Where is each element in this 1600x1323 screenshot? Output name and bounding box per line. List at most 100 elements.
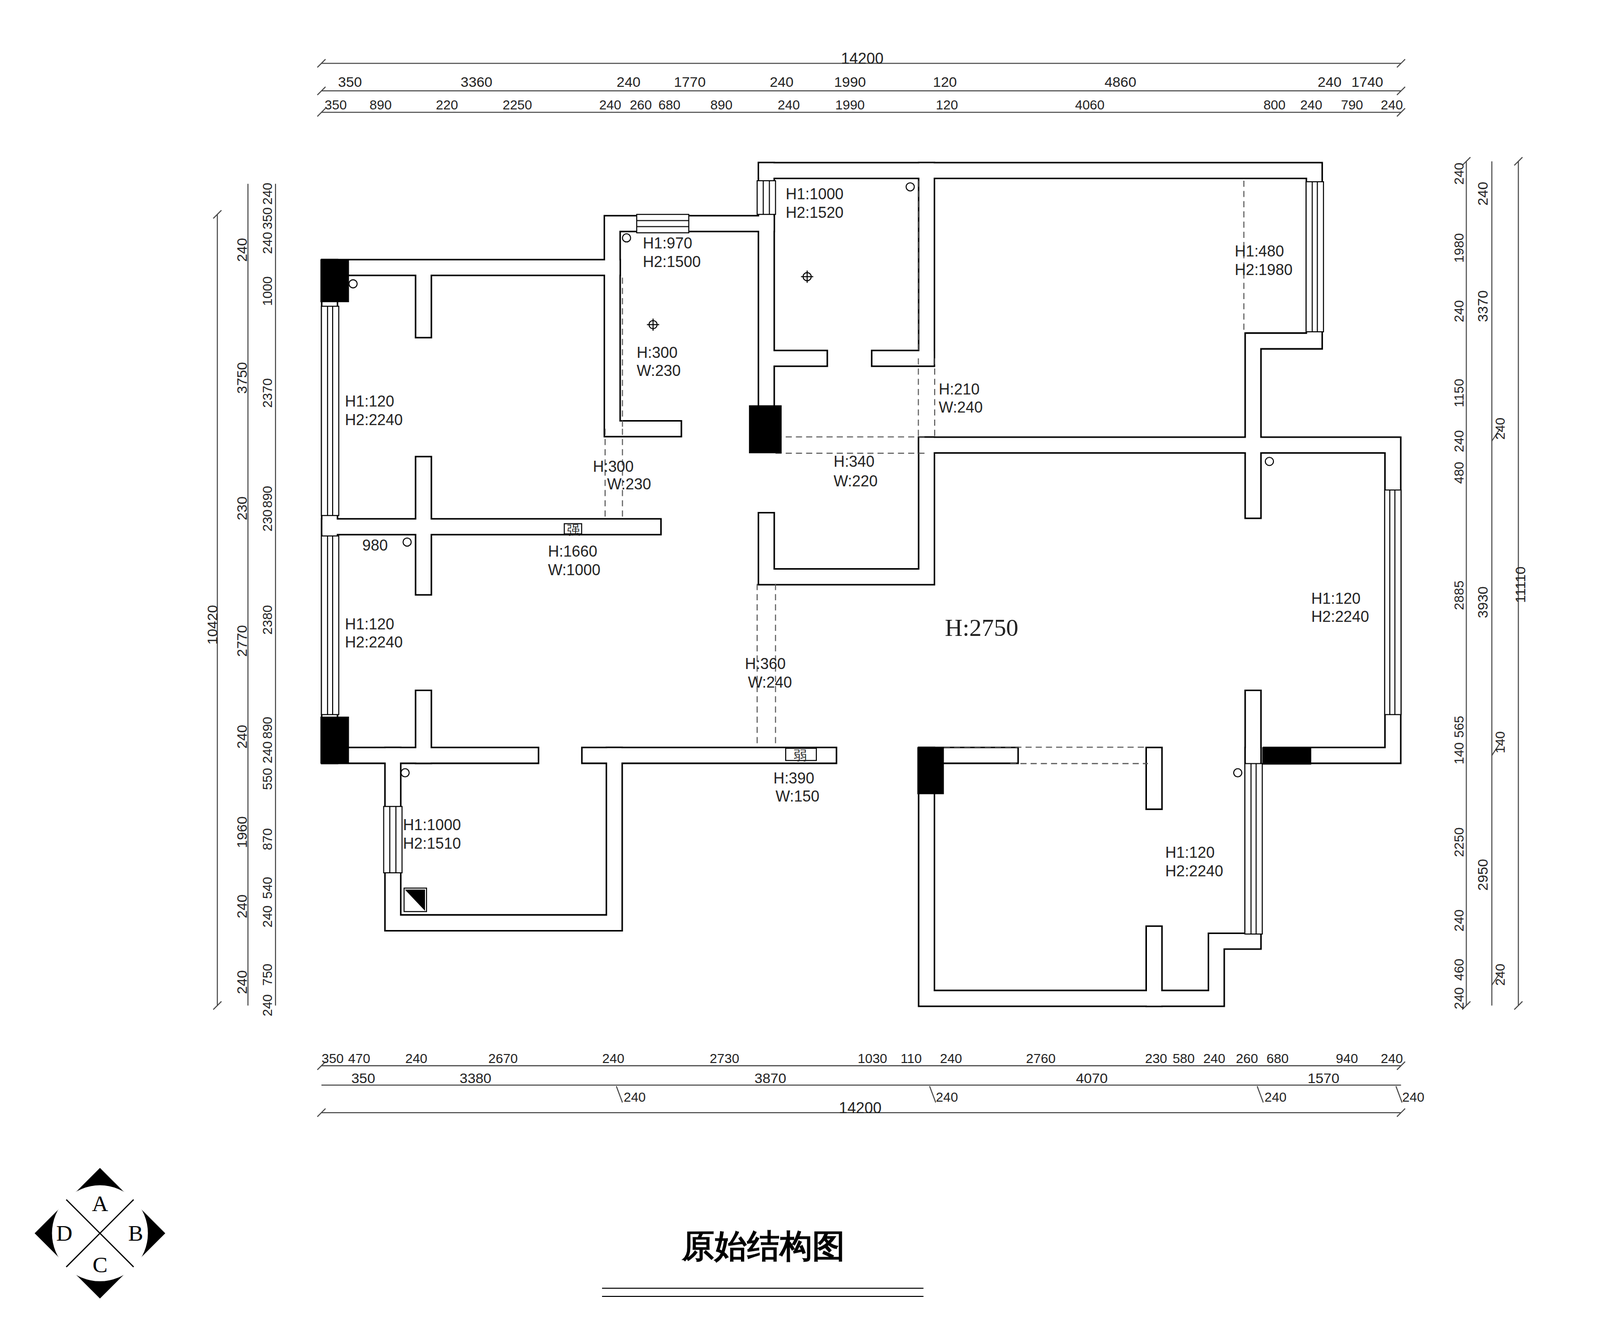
dimension-text: 580 bbox=[1172, 1051, 1195, 1065]
compass-letter: D bbox=[56, 1221, 73, 1244]
dimension-text: 1150 bbox=[1452, 378, 1466, 408]
dimension-text: 540 bbox=[260, 876, 274, 899]
beam-lines bbox=[605, 180, 1244, 764]
room-label: H1:120 bbox=[344, 615, 394, 632]
dimension-text: 890 bbox=[710, 98, 733, 112]
dimension-text: 240 bbox=[1452, 162, 1466, 185]
diamond-outline bbox=[33, 1166, 167, 1299]
room-label: H2:2240 bbox=[1165, 862, 1224, 879]
dimension-text: 3930 bbox=[1475, 586, 1490, 618]
dimension-text: 240 bbox=[1452, 986, 1466, 1009]
dimension-text: 240 bbox=[260, 905, 274, 928]
dimension-text: 260 bbox=[1235, 1051, 1258, 1065]
dimension-text: 240 bbox=[1452, 300, 1466, 323]
room-label: H1:120 bbox=[344, 393, 394, 409]
room-label: W:220 bbox=[833, 473, 879, 489]
windows bbox=[321, 180, 1402, 934]
dimension-text: 240 bbox=[260, 993, 274, 1016]
room-label: H2:1980 bbox=[1234, 261, 1293, 278]
dimension-text: 240 bbox=[1264, 1090, 1287, 1104]
compass-diamond: ADBC bbox=[33, 1166, 167, 1299]
room-label: H:300 bbox=[593, 458, 634, 475]
room-label: H1:480 bbox=[1234, 243, 1284, 259]
dimension-text: 550 bbox=[260, 767, 274, 790]
compass-letter: C bbox=[92, 1252, 108, 1276]
dimension-text: 240 bbox=[777, 98, 800, 112]
dimension-text: 14200 bbox=[838, 1099, 882, 1115]
dimension-text: 260 bbox=[629, 98, 652, 112]
dimension-text: 240 bbox=[405, 1051, 428, 1065]
room-label: W:230 bbox=[607, 476, 652, 492]
dimension-text: 240 bbox=[1299, 98, 1323, 112]
room-label: H2:1510 bbox=[402, 835, 461, 851]
dimension-text: 230 bbox=[234, 496, 249, 521]
dimension-text: 940 bbox=[1336, 1051, 1359, 1065]
dimension-text: 240 bbox=[234, 724, 249, 750]
dimension-text: 240 bbox=[602, 1051, 625, 1065]
ceiling-height: H:2750 bbox=[944, 615, 1018, 640]
dimension-text: 11110 bbox=[1513, 566, 1528, 604]
dimension-text: 1000 bbox=[260, 275, 274, 306]
dimension-text: 1960 bbox=[234, 815, 249, 848]
dimension-text: 240 bbox=[1452, 429, 1466, 453]
dimension-text: 1740 bbox=[1351, 74, 1384, 89]
dimension-text: 4060 bbox=[1075, 98, 1105, 112]
dimension-text: 120 bbox=[933, 74, 958, 89]
room-label: H1:120 bbox=[1165, 844, 1215, 860]
dimension-text: 890 bbox=[260, 485, 274, 508]
dimension-text: 240 bbox=[260, 231, 274, 254]
dimension-text: 240 bbox=[623, 1090, 646, 1104]
room-label: W:240 bbox=[748, 673, 793, 690]
dimension-text: 240 bbox=[599, 98, 622, 112]
dimension-text: 1990 bbox=[835, 98, 865, 112]
dimension-text: 1030 bbox=[857, 1051, 888, 1065]
dimension-text: 350 bbox=[324, 98, 347, 112]
dimension-text: 1980 bbox=[1452, 233, 1466, 263]
room-label: H2:1520 bbox=[785, 204, 844, 221]
dimension-text: 10420 bbox=[205, 604, 220, 645]
dimension-text: 3360 bbox=[460, 74, 493, 89]
dimension-text: 1990 bbox=[833, 74, 866, 89]
dimension-text: 240 bbox=[1380, 98, 1403, 112]
room-label: H1:120 bbox=[1311, 590, 1361, 607]
room-label: H1:1000 bbox=[785, 186, 844, 202]
dimension-text: 240 bbox=[1203, 1051, 1226, 1065]
dimension-text: 890 bbox=[369, 98, 392, 112]
dimension-text: 120 bbox=[935, 98, 958, 112]
room-label: H1:970 bbox=[642, 235, 692, 251]
dimension-text: 240 bbox=[234, 894, 249, 919]
dimension-text: 240 bbox=[935, 1090, 958, 1104]
dimension-text: 350 bbox=[321, 1051, 344, 1065]
dimension-text: 220 bbox=[435, 98, 459, 112]
dimension-text: 1770 bbox=[673, 74, 706, 89]
dimension-text: 2670 bbox=[488, 1051, 518, 1065]
dimension-text: 480 bbox=[1452, 461, 1466, 484]
dimension-text: 240 bbox=[234, 969, 249, 994]
room-label: W:230 bbox=[636, 362, 681, 379]
dimension-text: 3380 bbox=[459, 1070, 492, 1085]
dimension-text: 890 bbox=[260, 716, 274, 739]
plan-title: 原始结构图 bbox=[681, 1229, 845, 1263]
dimension-text: 1570 bbox=[1307, 1070, 1340, 1085]
dimension-text: 4860 bbox=[1104, 74, 1136, 89]
dimension-text: 240 bbox=[1493, 963, 1507, 986]
room-label: H2:2240 bbox=[1311, 608, 1369, 625]
columns bbox=[320, 259, 1312, 795]
dimension-text: 140 bbox=[1493, 731, 1507, 754]
dimension-text: 230 bbox=[260, 509, 274, 532]
dimension-text: 800 bbox=[1263, 98, 1286, 112]
room-label: H1:1000 bbox=[402, 816, 461, 833]
dimension-text: 3750 bbox=[234, 361, 249, 394]
room-label: H2:1500 bbox=[642, 253, 701, 269]
dimension-text: 4070 bbox=[1075, 1070, 1108, 1085]
pipes-and-drains bbox=[349, 182, 1274, 912]
dimension-text: 240 bbox=[1475, 182, 1490, 207]
dimension-text: 350 bbox=[351, 1070, 376, 1085]
dimension-text: 2730 bbox=[709, 1051, 740, 1065]
dimension-text: 3370 bbox=[1475, 289, 1490, 322]
dimension-text: 790 bbox=[1341, 98, 1364, 112]
compass-letter: A bbox=[91, 1191, 108, 1215]
dimension-text: 230 bbox=[1144, 1051, 1168, 1065]
room-label: H:1660 bbox=[547, 543, 598, 559]
dimension-text: 2380 bbox=[260, 604, 274, 635]
